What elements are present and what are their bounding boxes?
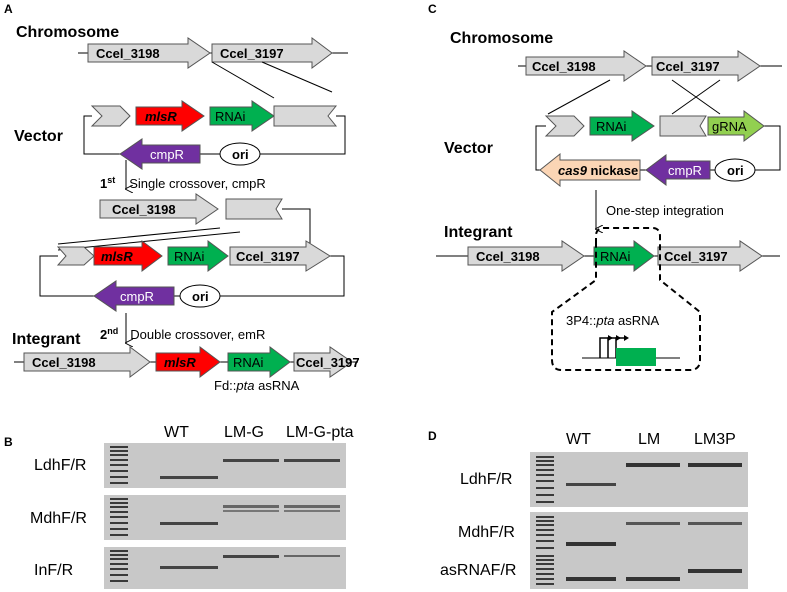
chromosome-label-c: Chromosome <box>450 30 553 47</box>
asrna-block <box>616 348 656 366</box>
fragment-right-c <box>659 115 707 137</box>
mlsr-arrow-intermediate <box>93 240 163 272</box>
cmpr-label-c: cmpR <box>668 163 702 178</box>
gene-ccel3197-arrow <box>211 37 333 69</box>
zoom-callout <box>551 227 701 371</box>
row-ldhf-b: LdhF/R <box>34 457 86 474</box>
chromosome-label-a: Chromosome <box>16 24 119 41</box>
panel-a-letter: A <box>4 2 13 16</box>
cmpr-intermediate-label: cmpR <box>120 289 154 304</box>
cas9-nickase-arrow <box>539 152 641 188</box>
mlsr-label: mlsR <box>145 109 177 124</box>
panel-d: D WT LM LM3P LdhF/R MdhF/R asRNAF/R <box>428 429 748 589</box>
gene-ccel3198-label-c: Ccel_3198 <box>532 59 596 74</box>
gene-ccel3197-integrant-label-c: Ccel_3197 <box>664 249 728 264</box>
ori-label-c: ori <box>727 163 744 178</box>
vector-label-c: Vector <box>444 140 493 157</box>
mlsr-integrant-label: mlsR <box>164 355 196 370</box>
cmpr-arrow-intermediate <box>93 280 175 312</box>
asrna-label-a: Fd::pta asRNA <box>214 378 300 393</box>
gene-ccel3197-arrow-c <box>651 50 761 82</box>
lane-lm-d: LM <box>638 431 660 448</box>
rnai-arrow-integrant <box>227 346 291 378</box>
gene-ccel3198-arrow <box>87 37 211 69</box>
mlsr-arrow-integrant <box>155 346 221 378</box>
gene-ccel3197-label-c: Ccel_3197 <box>656 59 720 74</box>
gene-ccel3197-integrant-label: Ccel_3197 <box>296 355 360 370</box>
panel-b: B WT LM-G LM-G-pta LdhF/R MdhF/R InF/R <box>4 424 354 589</box>
lane-lmg-b: LM-G <box>224 424 264 441</box>
cas9-nickase-label: cas9 nickase <box>558 163 638 178</box>
lane-lm3p-d: LM3P <box>694 431 736 448</box>
gene-ccel3198-arrow-intermediate <box>99 193 219 225</box>
mlsr-arrow <box>135 100 205 132</box>
row-ldhf-d: LdhF/R <box>460 471 512 488</box>
gene-ccel3198-integrant-label-c: Ccel_3198 <box>476 249 540 264</box>
grna-label: gRNA <box>712 119 747 134</box>
panel-c: C Chromosome Ccel_3198 Ccel_3197 RNAi gR… <box>428 2 782 371</box>
gene-ccel3198-arrow-integrant <box>23 346 151 378</box>
gene-ccel3197-arrow-integrant-c <box>657 240 763 272</box>
lane-wt-d: WT <box>566 431 591 448</box>
gene-ccel3197-label: Ccel_3197 <box>220 46 284 61</box>
lane-lmgpta-b: LM-G-pta <box>286 424 354 441</box>
ori-label: ori <box>232 147 249 162</box>
gene-ccel3197-intermediate-label: Ccel_3197 <box>236 249 300 264</box>
rnai-intermediate-label: RNAi <box>174 249 204 264</box>
vector-fragment-left <box>90 105 131 127</box>
gene-ccel3197-arrow-intermediate <box>229 240 331 272</box>
mlsr-intermediate-label: mlsR <box>101 249 133 264</box>
rnai-arrow-c <box>589 110 655 142</box>
vector-fragment-right <box>273 105 338 127</box>
panel-b-letter: B <box>4 435 13 449</box>
panel-c-letter: C <box>428 2 437 16</box>
gel-d-ldh <box>530 452 748 507</box>
vector-label-a: Vector <box>14 128 63 145</box>
gene-ccel3198-arrow-c <box>525 50 647 82</box>
gene-ccel3198-arrow-integrant-c <box>467 240 585 272</box>
rnai-label: RNAi <box>215 109 245 124</box>
ori-intermediate-label: ori <box>192 289 209 304</box>
cmpr-arrow-c <box>645 154 711 186</box>
gene-ccel3198-intermediate-label: Ccel_3198 <box>112 202 176 217</box>
row-mdhf-d: MdhF/R <box>458 524 515 541</box>
ori-ellipse <box>219 142 261 166</box>
grna-arrow <box>707 110 765 142</box>
gel-b-ldh <box>104 443 346 488</box>
ori-intermediate-ellipse <box>179 284 221 308</box>
rnai-arrow <box>209 100 275 132</box>
panel-d-letter: D <box>428 429 437 443</box>
row-asrnaf-d: asRNAF/R <box>440 562 516 579</box>
integrant-label-a: Integrant <box>12 331 81 348</box>
fragment-intermediate <box>225 198 283 220</box>
cmpr-arrow <box>119 138 201 170</box>
row-inf-b: InF/R <box>34 562 73 579</box>
panel-a: A Chromosome Ccel_3198 Ccel_3197 mlsR RN… <box>4 2 360 393</box>
cmpr-label: cmpR <box>150 147 184 162</box>
rnai-arrow-integrant-c <box>593 240 655 272</box>
zoom-asrna-label: 3P4::pta asRNA <box>566 313 660 328</box>
fragment-left-intermediate <box>56 246 95 266</box>
gene-ccel3198-label: Ccel_3198 <box>96 46 160 61</box>
integrant-label-c: Integrant <box>444 224 513 241</box>
gene-ccel3197-arrow-integrant <box>293 346 353 378</box>
rnai-arrow-intermediate <box>167 240 229 272</box>
gel-b-mdh <box>104 495 346 540</box>
rnai-integrant-label-c: RNAi <box>600 249 630 264</box>
rnai-integrant-label: RNAi <box>233 355 263 370</box>
gene-ccel3198-integrant-label: Ccel_3198 <box>32 355 96 370</box>
rnai-label-c: RNAi <box>596 119 626 134</box>
lane-wt-b: WT <box>164 424 189 441</box>
fragment-left-c <box>544 115 585 137</box>
row-mdhf-b: MdhF/R <box>30 510 87 527</box>
gel-b-in <box>104 547 346 589</box>
ori-ellipse-c <box>714 158 756 182</box>
one-step-label: One-step integration <box>606 203 724 218</box>
